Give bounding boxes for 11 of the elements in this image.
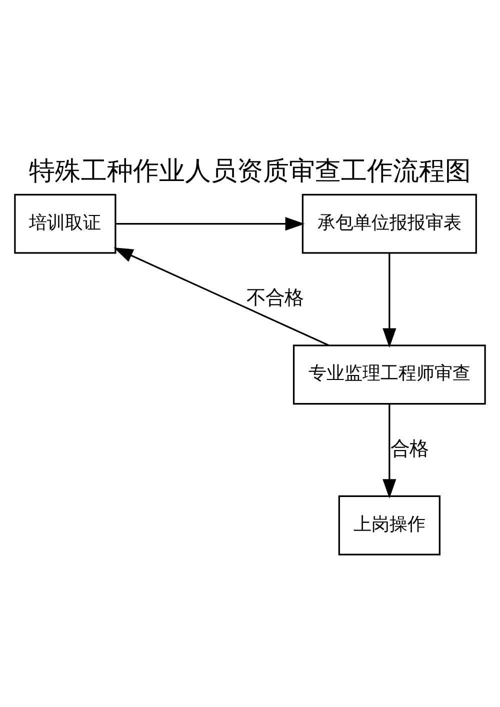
arrow: [382, 404, 396, 499]
node-box: 承包单位报报审表: [302, 194, 477, 254]
edge-label: 合格: [390, 436, 429, 460]
node-box: 培训取证: [14, 194, 116, 254]
arrow: [114, 247, 329, 346]
arrow: [382, 253, 396, 348]
node-box: 上岗操作: [338, 495, 440, 556]
arrow: [116, 217, 305, 231]
edge-label: 不合格: [246, 286, 304, 310]
diagram-title: 特殊工种作业人员资质审查工作流程图: [29, 156, 471, 187]
node-box: 专业监理工程师审查: [292, 344, 486, 405]
